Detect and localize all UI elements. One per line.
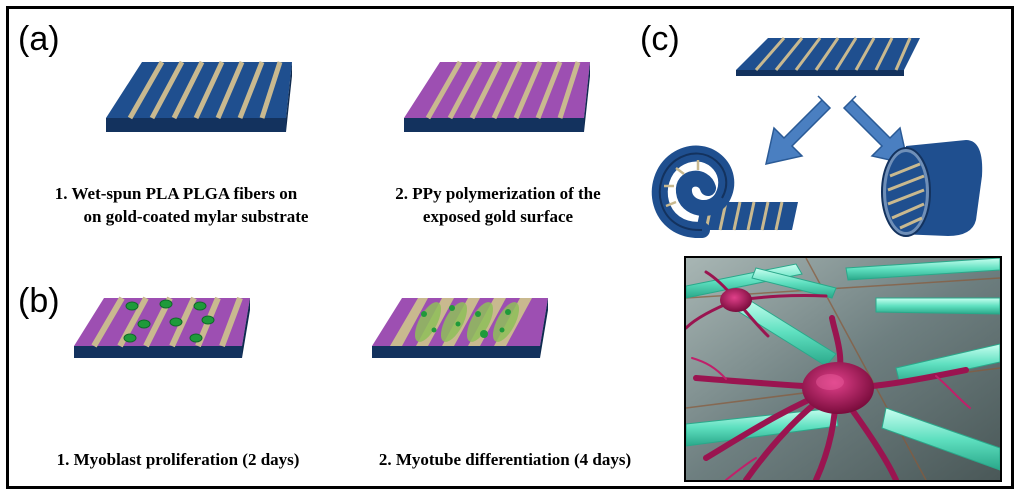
caption-a-step1: 1. Wet-spun PLA PLGA fibers on on gold-c… (26, 182, 326, 228)
rolled-tube-sheet (881, 140, 983, 237)
panel-label-c: (c) (640, 20, 680, 58)
caption-a-step1-line1: 1. Wet-spun PLA PLGA fibers on (54, 184, 298, 203)
panel-label-b: (b) (18, 282, 60, 320)
substrate-ppy-coated (404, 60, 590, 132)
substrate-myotube-differentiation (372, 298, 548, 358)
rolled-scroll-sheet (651, 145, 798, 238)
flat-sheet (736, 37, 920, 76)
caption-a-step2-line1: 2. PPy polymerization of the (395, 184, 601, 203)
arrow-to-rolled-sheet (765, 95, 832, 165)
neuron-render-svg (686, 258, 1000, 480)
substrate-myoblast-proliferation (74, 296, 250, 358)
substrate-fibers-on-gold (106, 60, 292, 132)
caption-a-step2: 2. PPy polymerization of the exposed gol… (348, 182, 648, 228)
neuron-on-tubes-render (684, 256, 1002, 482)
caption-a-step1-line2: on gold-coated mylar substrate (83, 207, 309, 226)
panel-label-a: (a) (18, 20, 60, 58)
caption-b-step1: 1. Myoblast proliferation (2 days) (56, 450, 300, 469)
caption-b-step2: 2. Myotube differentiation (4 days) (378, 450, 632, 469)
caption-a-step2-line2: exposed gold surface (422, 207, 574, 226)
